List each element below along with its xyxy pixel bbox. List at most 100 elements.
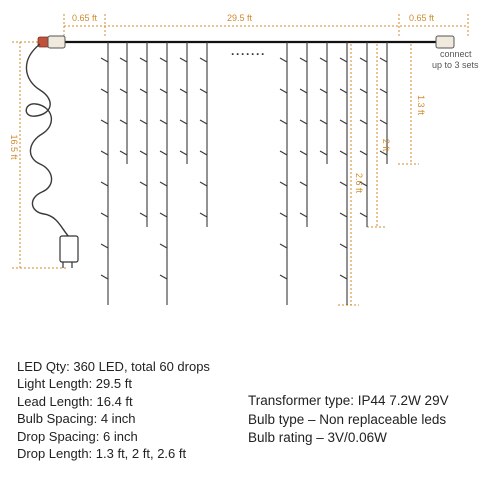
led-bulb [119,119,128,125]
led-bulb [279,181,288,187]
spec-lead-length: Lead Length: 16.4 ft [17,393,133,409]
led-bulb [379,57,388,63]
led-bulb [279,274,288,280]
led-bulb [339,274,348,280]
led-bulb [359,150,368,156]
transformer-body [59,235,79,263]
connect-note-line-1: connect [440,49,472,59]
led-bulb [100,88,109,94]
led-bulb [100,150,109,156]
led-bulb [139,150,148,156]
led-bulb [279,88,288,94]
led-bulb [339,119,348,125]
specs-right: Transformer type: IP44 7.2W 29V Bulb typ… [248,392,449,448]
led-bulb [179,119,188,125]
led-bulb [139,212,148,218]
spec-drop-spacing: Drop Spacing: 6 inch [17,428,138,444]
led-bulb [100,119,109,125]
led-bulb [339,88,348,94]
dimension-lines [12,14,469,306]
led-bulb [339,57,348,63]
icicle-light-diagram: 0.65 ft 29.5 ft 0.65 ft 16.5 ft 1.3 ft 2… [9,13,479,306]
ellipsis-marker: ······· [231,47,266,61]
led-bulb [119,57,128,63]
led-bulb [179,88,188,94]
drop-medium-label: 2 ft [381,139,391,152]
icicle-drops [100,42,388,305]
led-bulb [119,150,128,156]
led-bulb [100,274,109,280]
led-bulb [299,57,308,63]
led-bulb [299,150,308,156]
drop-short-label: 1.3 ft [416,95,426,116]
led-bulb [339,243,348,249]
led-bulb [199,119,208,125]
led-bulb [339,212,348,218]
led-bulb [359,212,368,218]
led-bulb [159,181,168,187]
led-bulb [100,212,109,218]
led-bulb [139,119,148,125]
connect-note-line-2: up to 3 sets [432,60,479,70]
led-bulb [279,57,288,63]
led-bulb [159,212,168,218]
led-bulb [359,88,368,94]
spec-drop-length: Drop Length: 1.3 ft, 2 ft, 2.6 ft [17,446,187,462]
led-bulb [379,119,388,125]
spec-bulb-rating: Bulb rating – 3V/0.06W [248,430,387,445]
led-bulb [279,212,288,218]
led-bulb [299,181,308,187]
end-connector [435,35,455,49]
right-lead-label: 0.65 ft [409,13,435,23]
drop-long-label: 2.6 ft [354,173,364,194]
spec-bulb-type: Bulb type – Non replaceable leds [248,411,447,427]
led-bulb [100,181,109,187]
led-bulb [319,57,328,63]
led-bulb [299,212,308,218]
plug-housing [47,35,66,49]
led-bulb [319,150,328,156]
led-bulb [359,119,368,125]
led-bulb [139,181,148,187]
specs-left: LED Qty: 360 LED, total 60 drops Light L… [17,358,210,462]
led-bulb [159,88,168,94]
led-bulb [379,150,388,156]
led-bulb [100,57,109,63]
spec-transformer: Transformer type: IP44 7.2W 29V [248,393,449,408]
led-bulb [139,57,148,63]
light-length-label: 29.5 ft [227,13,253,23]
spec-led-qty: LED Qty: 360 LED, total 60 drops [17,359,210,374]
led-bulb [319,88,328,94]
coiled-lead-cord [25,43,71,239]
led-bulb [159,150,168,156]
led-bulb [179,150,188,156]
led-bulb [279,243,288,249]
led-bulb [199,212,208,218]
led-bulb [159,243,168,249]
led-bulb [339,150,348,156]
led-bulb [299,88,308,94]
led-bulb [359,57,368,63]
left-lead-label: 0.65 ft [72,13,98,23]
led-bulb [359,181,368,187]
led-bulb [279,119,288,125]
led-bulb [199,88,208,94]
led-bulb [199,150,208,156]
spec-bulb-spacing: Bulb Spacing: 4 inch [17,411,136,427]
lead-cord [25,35,455,268]
led-bulb [179,57,188,63]
spec-light-length: Light Length: 29.5 ft [17,376,132,392]
led-bulb [119,88,128,94]
led-bulb [339,181,348,187]
led-bulb [379,88,388,94]
led-bulb [159,119,168,125]
led-bulb [199,181,208,187]
led-bulb [139,88,148,94]
led-bulb [159,57,168,63]
led-bulb [100,243,109,249]
led-bulb [299,119,308,125]
led-bulb [159,274,168,280]
lead-cord-label: 16.5 ft [9,134,19,160]
led-bulb [199,57,208,63]
led-bulb [279,150,288,156]
